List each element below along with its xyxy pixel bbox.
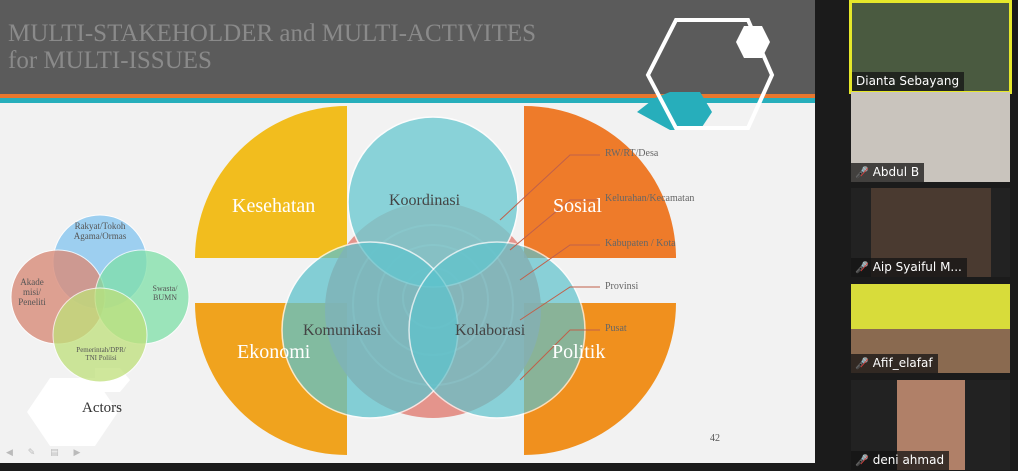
outline-hexagon: [645, 18, 775, 130]
quadrant-sosial: [524, 106, 676, 258]
video-tile[interactable]: 🎤̸Afif_elafaf: [851, 284, 1010, 373]
level-4: Provinsi: [605, 281, 639, 292]
label-politik: Politik: [552, 341, 606, 363]
level-1: RW/RT/Desa: [605, 148, 659, 159]
actor-pemerintah: [52, 287, 148, 383]
participant-name-tag: 🎤̸Aip Syaiful M...: [851, 258, 967, 277]
video-tile[interactable]: 🎤̸Abdul B: [851, 92, 1010, 182]
participant-name-tag: 🎤̸Afif_elafaf: [851, 354, 938, 373]
label-sosial: Sosial: [553, 195, 602, 217]
quadrant-kesehatan: [195, 106, 347, 258]
label-koordinasi: Koordinasi: [389, 192, 461, 209]
presentation-slide: MULTI-STAKEHOLDER and MULTI-ACTIVITES fo…: [0, 0, 815, 463]
video-tile[interactable]: 🎤̸Aip Syaiful M...: [851, 188, 1010, 277]
participant-name-tag: 🎤̸Abdul B: [851, 163, 925, 182]
actor-swasta-label: Swasta/BUMN: [152, 284, 178, 302]
level-3: Kabupaten / Kota: [605, 238, 676, 249]
actors-label: Actors: [82, 400, 122, 416]
label-kesehatan: Kesehatan: [232, 195, 316, 217]
slide-header: MULTI-STAKEHOLDER and MULTI-ACTIVITES fo…: [0, 0, 815, 94]
video-tile-active[interactable]: Dianta Sebayang: [849, 0, 1012, 94]
slide-toolbar[interactable]: ◀ ✎ ▤ ▶: [6, 448, 87, 458]
slide-title: MULTI-STAKEHOLDER and MULTI-ACTIVITES fo…: [8, 20, 537, 74]
participant-name-tag: 🎤̸deni ahmad: [851, 451, 950, 470]
white-hexagon: [736, 26, 770, 58]
label-kolaborasi: Kolaborasi: [455, 322, 526, 339]
video-tile[interactable]: 🎤̸deni ahmad: [851, 380, 1010, 470]
page-number: 42: [710, 433, 720, 444]
level-2: Kelurahan/Kecamatan: [605, 193, 695, 204]
diagram: [10, 18, 775, 455]
mic-muted-icon: 🎤̸: [855, 454, 869, 467]
teal-hexagon: [637, 92, 712, 130]
level-5: Pusat: [605, 323, 627, 334]
participant-name: Dianta Sebayang: [852, 72, 965, 91]
mic-muted-icon: 🎤̸: [855, 357, 869, 370]
actor-pemerintah-label: Pemerintah/DPR/TNI Poliisi: [76, 346, 126, 362]
label-komunikasi: Komunikasi: [303, 322, 382, 339]
mic-muted-icon: 🎤̸: [855, 261, 869, 274]
mic-muted-icon: 🎤̸: [855, 166, 869, 179]
label-ekonomi: Ekonomi: [237, 341, 311, 363]
teal-divider: [0, 98, 815, 103]
orange-divider: [0, 94, 815, 98]
